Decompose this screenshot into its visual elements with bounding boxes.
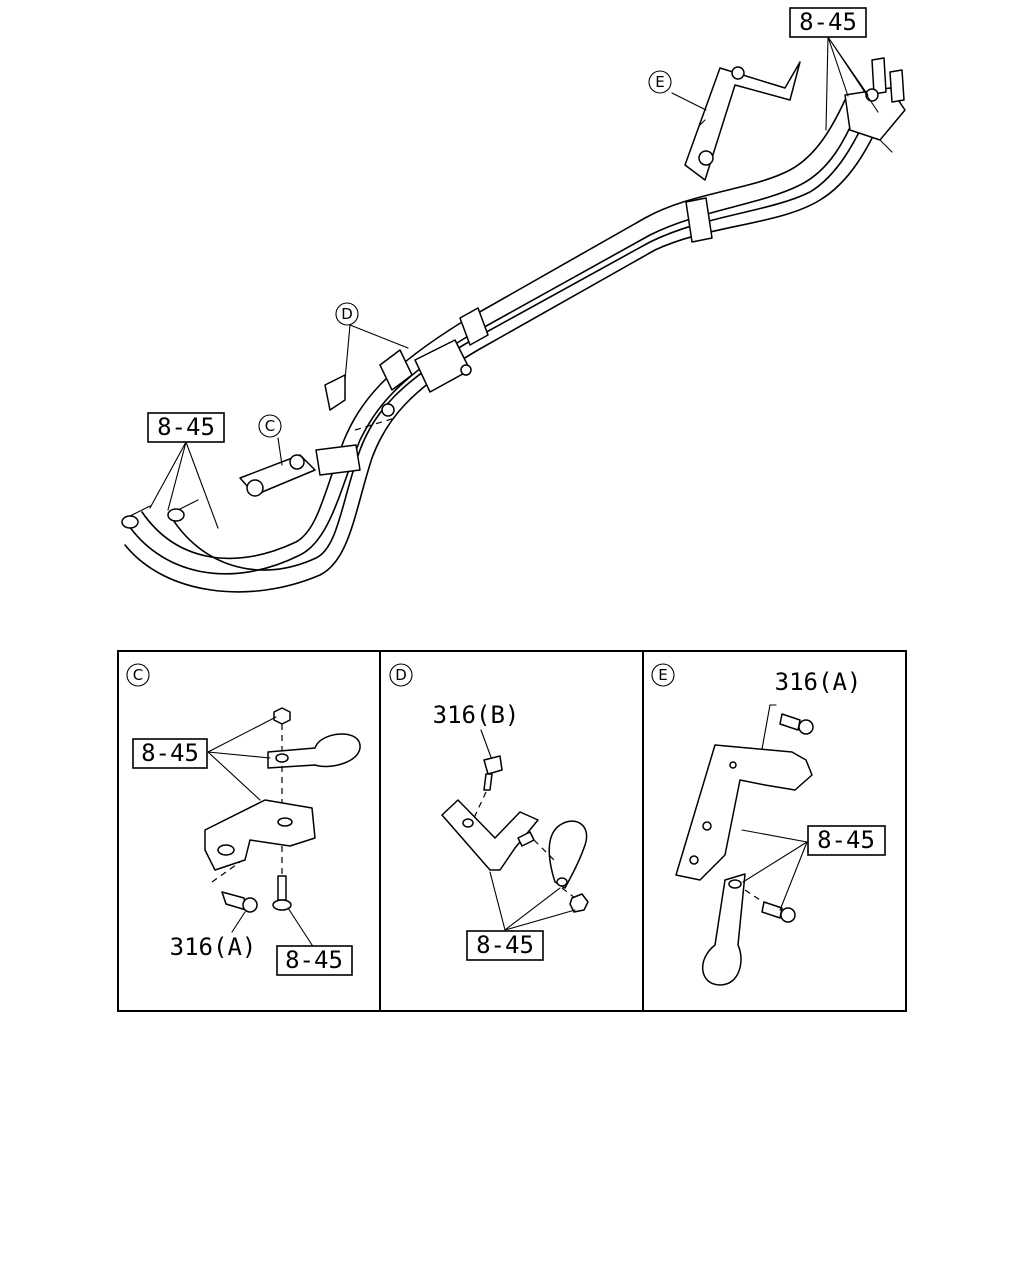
view-marker-e: E xyxy=(648,70,672,94)
svg-text:D: D xyxy=(341,305,353,323)
detail-panel-e: E 316(A) 8-45 xyxy=(651,663,886,986)
bolt-e-lower xyxy=(761,901,783,919)
callout-pipe-left: 8-45 xyxy=(147,412,225,443)
bolt-e-upper xyxy=(779,713,801,731)
callout-detail-c-upper: 8-45 xyxy=(132,738,208,769)
bracket-d xyxy=(441,799,539,871)
view-marker-c: C xyxy=(258,414,282,438)
svg-text:C: C xyxy=(265,417,275,435)
clip-c xyxy=(267,733,361,769)
detail-panel-c: C 8-45 8-45 316(A) xyxy=(126,663,361,976)
detail-frame xyxy=(117,650,907,1012)
bracket-e-main xyxy=(684,61,801,181)
callout-detail-c-lower: 8-45 xyxy=(276,945,353,976)
svg-text:D: D xyxy=(395,666,407,684)
label-detail-c-bolt: 316(A) xyxy=(170,933,257,961)
nut-d xyxy=(569,893,589,913)
leader-marker-c xyxy=(277,437,283,466)
svg-text:8-45: 8-45 xyxy=(285,946,343,974)
svg-text:8-45: 8-45 xyxy=(799,8,857,36)
clip-d xyxy=(548,820,588,889)
detail-panel-d: D 316(B) 8-45 xyxy=(389,663,589,961)
callout-detail-e-bracket: 8-45 xyxy=(807,825,886,856)
bracket-d-main xyxy=(324,339,472,431)
bolt-d xyxy=(483,755,503,775)
bolt-c-lower xyxy=(277,875,287,901)
callout-detail-d-bracket: 8-45 xyxy=(466,930,544,961)
bracket-c-main xyxy=(239,454,316,497)
svg-text:C: C xyxy=(133,666,143,684)
svg-text:E: E xyxy=(658,666,667,684)
bracket-c xyxy=(204,799,316,871)
svg-text:8-45: 8-45 xyxy=(817,826,875,854)
view-marker-d: D xyxy=(335,302,359,326)
leader-right-callout xyxy=(825,36,879,131)
label-detail-d-bolt: 316(B) xyxy=(433,701,520,729)
bolt-c-side xyxy=(221,891,247,911)
leader-marker-d xyxy=(344,324,409,381)
pipe-assembly xyxy=(121,57,906,593)
svg-text:8-45: 8-45 xyxy=(476,931,534,959)
leader-marker-e xyxy=(671,92,707,111)
leader-left-callout xyxy=(149,441,219,529)
clip-e xyxy=(701,873,746,986)
label-detail-e-bolt: 316(A) xyxy=(775,668,862,696)
nut-c xyxy=(273,707,291,725)
bracket-e xyxy=(675,744,813,881)
svg-text:8-45: 8-45 xyxy=(141,739,199,767)
svg-text:8-45: 8-45 xyxy=(157,413,215,441)
svg-text:E: E xyxy=(655,73,664,91)
callout-pipe-right: 8-45 xyxy=(789,7,867,38)
